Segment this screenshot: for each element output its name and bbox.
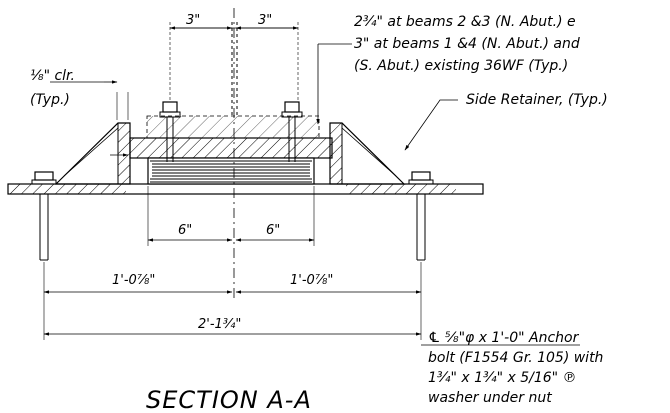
anchor-bolt-left bbox=[31, 171, 57, 261]
section-title: SECTION A-A bbox=[146, 386, 312, 413]
dim-top-left: 3" bbox=[186, 13, 200, 28]
dim-lower-left: 1'-0⅞" bbox=[112, 273, 155, 288]
side-retainer-right bbox=[329, 122, 406, 185]
top-bolt-right bbox=[281, 101, 303, 162]
callout-anchor-line1: ℄ ⅝"φ x 1'-0" Anchor bbox=[428, 330, 580, 346]
callout-beams-line2: 3" at beams 1 &4 (N. Abut.) and bbox=[354, 36, 580, 52]
callout-beams-line1: 2¾" at beams 2 &3 (N. Abut.) e bbox=[354, 14, 576, 30]
base-plate bbox=[7, 183, 484, 195]
callout-side-retainer: Side Retainer, (Typ.) bbox=[466, 92, 608, 108]
callout-beams-line3: (S. Abut.) existing 36WF (Typ.) bbox=[354, 58, 568, 74]
callout-anchor-line4: washer under nut bbox=[428, 390, 552, 406]
dim-mid-left: 6" bbox=[178, 223, 192, 238]
callout-anchor-line2: bolt (F1554 Gr. 105) with bbox=[428, 350, 603, 366]
top-bolt-left bbox=[159, 101, 181, 162]
elastomeric-pad bbox=[147, 157, 315, 185]
callout-clearance-line2: (Typ.) bbox=[30, 92, 70, 108]
dim-lower-right: 1'-0⅞" bbox=[290, 273, 333, 288]
sole-plate bbox=[129, 137, 333, 159]
anchor-bolt-right bbox=[408, 171, 434, 261]
leaders bbox=[50, 43, 580, 346]
dim-mid-right: 6" bbox=[266, 223, 280, 238]
callout-clearance-line1: ⅛" clr. bbox=[30, 68, 75, 84]
callout-anchor-line3: 1¾" x 1¾" x 5/16" ℗ bbox=[428, 370, 577, 386]
side-retainer-left bbox=[54, 122, 131, 185]
dim-top-right: 3" bbox=[258, 13, 272, 28]
dim-overall: 2'-1¾" bbox=[198, 317, 241, 332]
dimension-lines bbox=[43, 22, 422, 340]
